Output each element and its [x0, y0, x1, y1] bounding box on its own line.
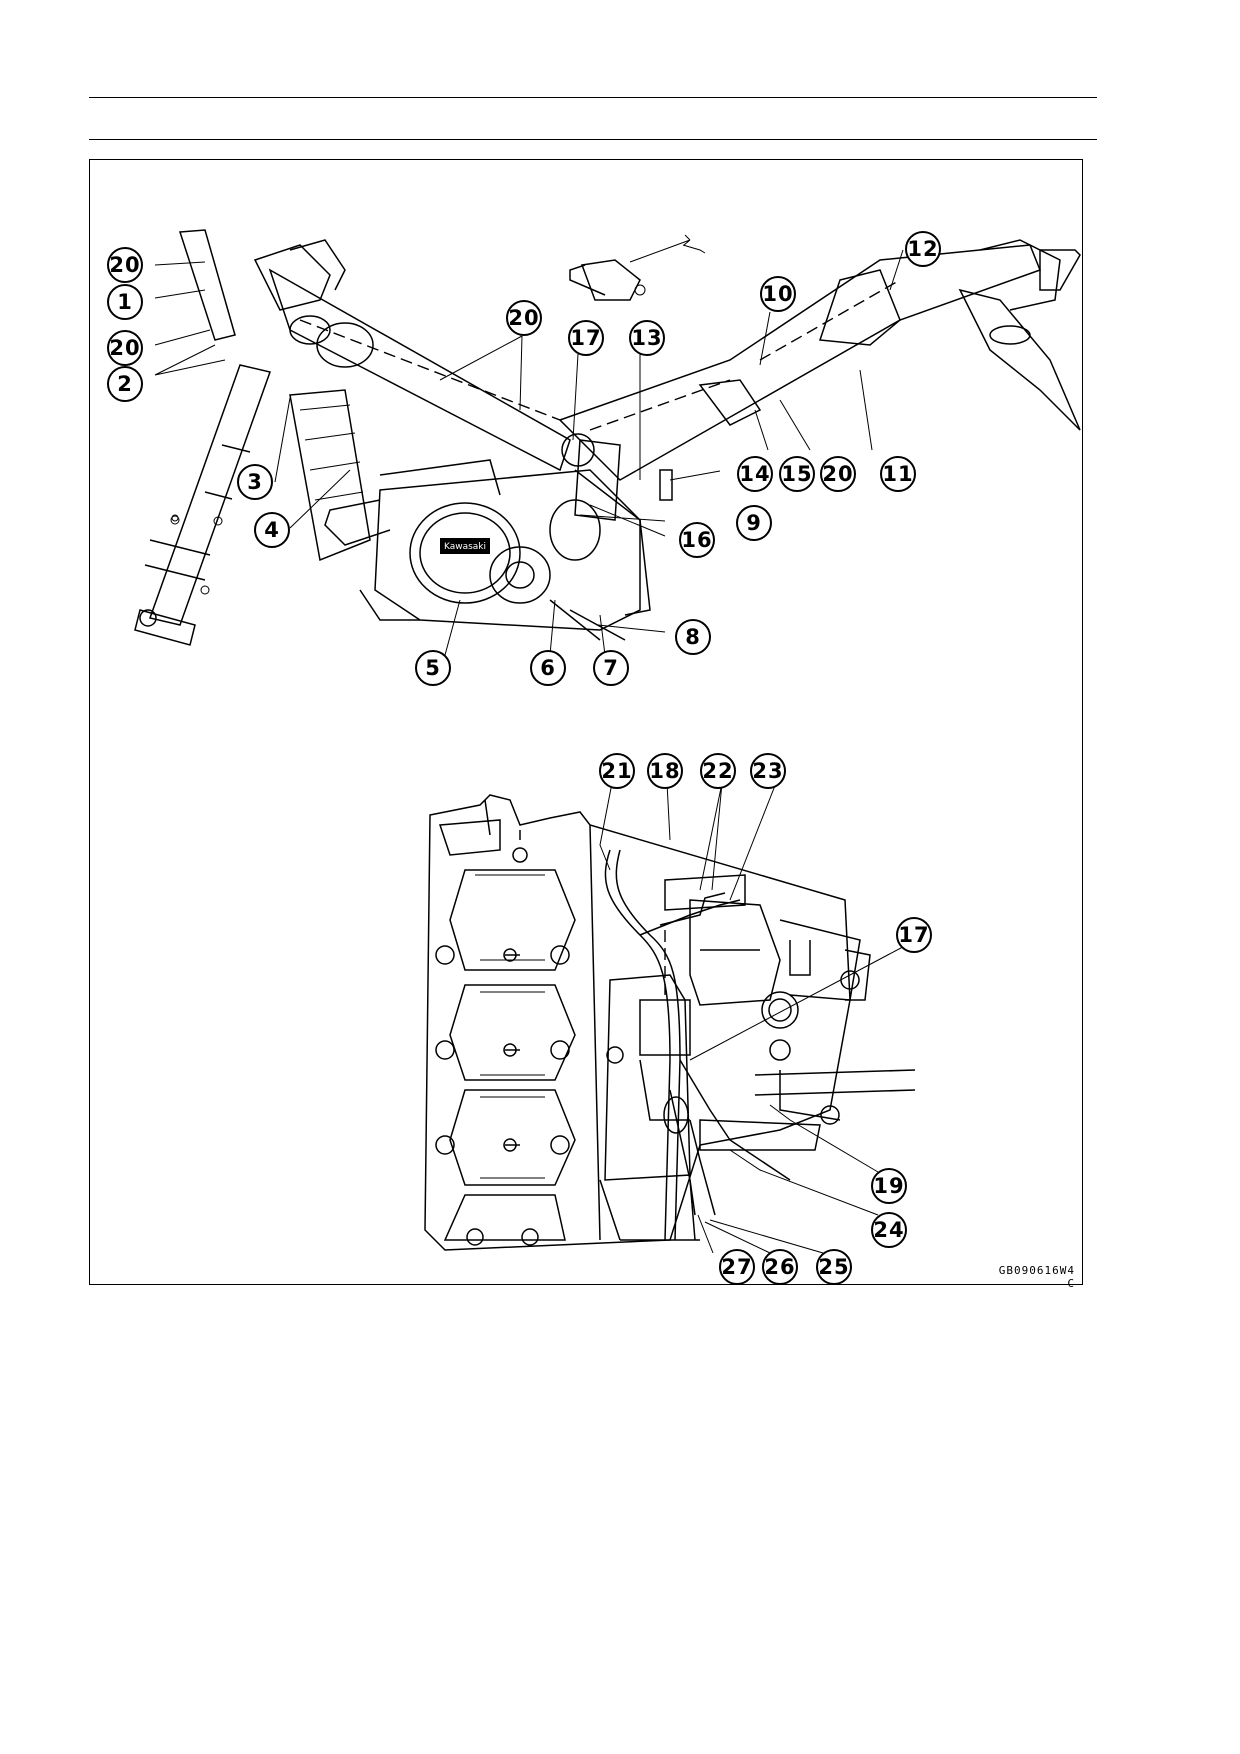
header-rule-top: [89, 97, 1097, 98]
svg-text:5: 5: [425, 656, 441, 680]
svg-text:1: 1: [117, 290, 133, 314]
callout-17a: 17: [568, 320, 604, 356]
svg-text:18: 18: [649, 759, 680, 783]
callout-23: 23: [750, 753, 786, 789]
callout-17b: 17: [896, 917, 932, 953]
callout-3: 3: [237, 464, 273, 500]
svg-text:7: 7: [603, 656, 619, 680]
callout-14: 14: [737, 456, 773, 492]
svg-text:17: 17: [570, 326, 601, 350]
svg-text:13: 13: [631, 326, 662, 350]
svg-text:15: 15: [781, 462, 812, 486]
svg-text:27: 27: [721, 1255, 752, 1279]
logo-label: Kawasaki: [444, 542, 486, 552]
svg-text:6: 6: [540, 656, 556, 680]
svg-text:10: 10: [762, 282, 793, 306]
svg-text:23: 23: [752, 759, 783, 783]
svg-text:8: 8: [685, 625, 701, 649]
leader-lines-upper: [154, 249, 904, 656]
callout-27: 27: [719, 1249, 755, 1285]
callout-2: 2: [107, 366, 143, 402]
svg-text:21: 21: [601, 759, 632, 783]
svg-text:12: 12: [907, 237, 938, 261]
callout-22: 22: [700, 753, 736, 789]
svg-text:9: 9: [746, 511, 762, 535]
svg-text:11: 11: [882, 462, 913, 486]
svg-text:19: 19: [873, 1174, 904, 1198]
svg-text:2: 2: [117, 372, 133, 396]
svg-text:4: 4: [264, 518, 280, 542]
callout-4: 4: [254, 512, 290, 548]
svg-text:16: 16: [681, 528, 712, 552]
svg-text:20: 20: [109, 253, 140, 277]
callout-1: 1: [107, 284, 143, 320]
engine-case-drawing: [424, 794, 916, 1251]
svg-text:22: 22: [702, 759, 733, 783]
callout-6: 6: [530, 650, 566, 686]
callout-20a: 20: [107, 247, 143, 283]
figure-frame: [89, 159, 1083, 1285]
callout-15: 15: [779, 456, 815, 492]
header-rule-bottom: [89, 139, 1097, 140]
frame-drawing: Kawasaki: [134, 229, 1081, 646]
callout-18: 18: [647, 753, 683, 789]
callout-26: 26: [762, 1249, 798, 1285]
svg-text:24: 24: [873, 1218, 904, 1242]
callout-10: 10: [760, 276, 796, 312]
svg-text:20: 20: [109, 336, 140, 360]
callout-5: 5: [415, 650, 451, 686]
callout-16: 16: [679, 522, 715, 558]
callout-20d: 20: [506, 300, 542, 336]
callout-21: 21: [599, 753, 635, 789]
callout-19: 19: [871, 1168, 907, 1204]
svg-text:3: 3: [247, 470, 263, 494]
callout-25: 25: [816, 1249, 852, 1285]
callout-20b: 20: [107, 330, 143, 366]
svg-text:26: 26: [764, 1255, 795, 1279]
svg-text:20: 20: [822, 462, 853, 486]
svg-text:20: 20: [508, 306, 539, 330]
callout-7: 7: [593, 650, 629, 686]
svg-text:25: 25: [818, 1255, 849, 1279]
callout-13: 13: [629, 320, 665, 356]
leader-lines-lower: [599, 782, 915, 1254]
callout-8: 8: [675, 619, 711, 655]
svg-text:14: 14: [739, 462, 770, 486]
callout-9: 9: [736, 505, 772, 541]
callout-11: 11: [880, 456, 916, 492]
svg-text:17: 17: [898, 923, 929, 947]
callout-24: 24: [871, 1212, 907, 1248]
figure-code: GB090616W4 C: [998, 1264, 1075, 1290]
callout-20c: 20: [820, 456, 856, 492]
callout-12: 12: [905, 231, 941, 267]
